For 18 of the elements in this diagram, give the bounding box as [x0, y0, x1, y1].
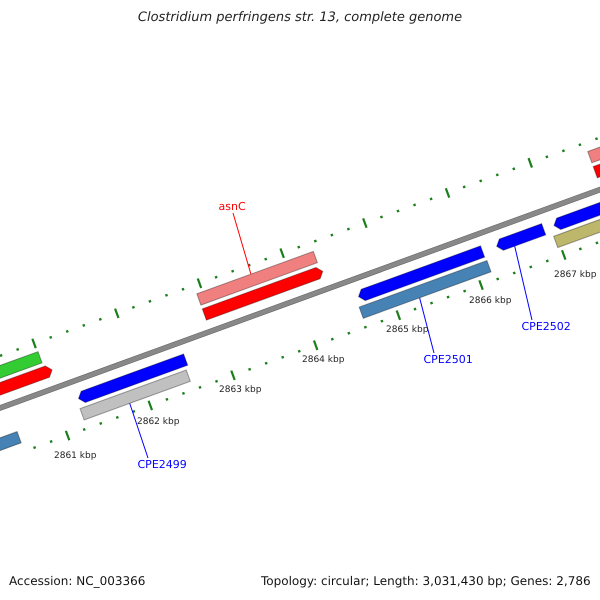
gene-label: asnC	[218, 200, 246, 213]
gene-arrow	[358, 260, 492, 319]
leader-line	[419, 297, 434, 354]
gene-arrow	[496, 223, 546, 251]
leader-line	[514, 246, 532, 320]
gene-label: CPE2499	[138, 458, 187, 471]
scale-label: 2866 kbp	[469, 296, 512, 306]
gene-label: CPE2501	[424, 353, 473, 366]
leader-line	[129, 402, 148, 458]
gene-arrow	[196, 250, 318, 306]
scale-label: 2862 kbp	[137, 417, 180, 427]
gene-label: CPE2502	[522, 320, 571, 333]
title: Clostridium perfringens str. 13, complete genome	[136, 10, 464, 25]
scale-label: 2863 kbp	[219, 385, 262, 395]
leader-line	[232, 212, 252, 275]
footer-text: Topology: circular; Length: 3,031,430 bp; Genes: 2,786	[261, 574, 591, 588]
footer-text: Accession: NC_003366	[9, 574, 146, 588]
scale-label: 2864 kbp	[302, 355, 344, 365]
